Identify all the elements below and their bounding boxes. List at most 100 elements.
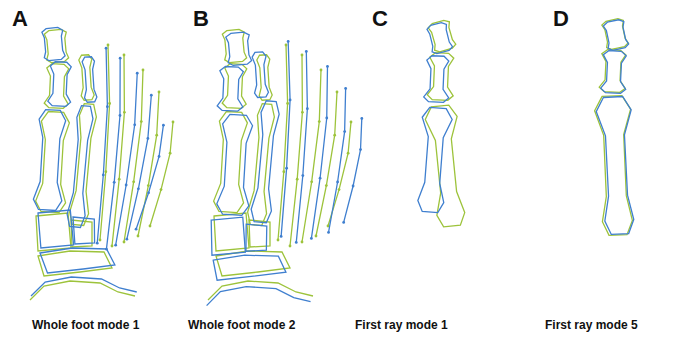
bone-outline [79,55,94,100]
landmark-dot [108,102,111,105]
landmark-dot [350,121,353,124]
lesser-ray-line [302,70,321,242]
bone-outline [424,56,449,103]
lesser-ray-line [112,55,124,246]
landmark-dot [106,105,109,108]
landmark-dot [135,228,138,231]
landmark-dot [336,181,339,184]
landmark-dot [318,120,321,123]
landmark-dot [325,184,328,187]
landmark-dot [295,241,298,244]
landmark-dot [338,188,341,191]
bone-outline [226,32,252,65]
landmark-dot [342,221,345,224]
landmark-dot [107,44,110,47]
bone-outline [33,110,65,211]
landmark-dot [315,235,318,238]
landmark-dot [280,235,283,238]
landmark-dot [169,152,172,155]
lesser-ray-line [296,51,307,242]
first-ray-outline [595,19,634,236]
bone-outline [596,97,634,235]
landmark-dot [289,245,292,248]
landmark-dot [123,241,126,244]
landmark-dot [136,72,139,75]
landmark-dot [150,94,153,97]
landmark-dot [325,117,328,120]
bone-outline [42,27,65,60]
landmark-dot [320,69,323,72]
tarsal-outline [73,217,95,244]
bone-outline [222,29,246,62]
landmark-dot [310,180,313,183]
lesser-ray-line [328,122,351,226]
bone-outline [602,19,628,50]
tarsal-outline [38,210,74,248]
landmark-dot [301,54,304,57]
landmark-dot [285,44,288,47]
landmark-dot [123,54,126,57]
panel-caption: First ray mode 1 [355,318,448,332]
landmark-dot [142,69,145,72]
landmark-dot [155,134,158,137]
landmark-dot [343,130,346,133]
first-ray-outline [418,20,465,226]
landmark-dot [114,244,117,247]
landmark-dot [296,178,299,181]
landmark-dot [104,170,107,173]
landmark-dot [158,155,161,158]
landmark-dot [96,242,99,245]
tarsal-outline [213,255,286,280]
landmark-dot [160,188,163,191]
landmark-dot [326,65,329,68]
landmark-dot [327,231,330,234]
panel-caption: Whole foot mode 2 [188,318,295,332]
bone-outline [222,64,247,109]
bone-outline [427,23,452,54]
lesser-ray-line [281,41,290,236]
landmark-dot [147,191,150,194]
landmark-dot [333,134,336,137]
landmark-dot [133,123,136,126]
landmark-dot [282,170,285,173]
landmark-dot [99,239,102,242]
lesser-ray-line [290,55,302,246]
landmark-dot [149,225,152,228]
landmark-dot [289,99,292,102]
landmark-dot [105,47,108,50]
whole-foot-outline [30,27,174,300]
landmark-dot [132,180,135,183]
bone-outline [217,114,253,215]
landmark-dot [286,102,289,105]
bone-outline [44,29,68,62]
lesser-ray-line [311,66,327,238]
landmark-dot [359,148,362,151]
landmark-dot [118,178,121,181]
bone-outline [217,67,243,112]
landmark-dot [137,235,140,238]
landmark-dot [336,91,339,94]
bone-outline [67,106,93,228]
bone-outline [425,105,464,227]
talus-outline [207,287,311,306]
landmark-dot [111,245,114,248]
landmark-dot [162,124,165,127]
landmark-dot [306,107,309,110]
tarsal-outline [211,217,245,255]
lesser-ray-line [127,95,151,239]
panel-letter: A [12,6,28,32]
landmark-dot [301,241,304,244]
landmark-dot [285,167,288,170]
landmark-dot [158,91,161,94]
bone-outline [601,51,627,94]
landmark-dot [119,57,122,60]
landmark-dot [125,238,128,241]
landmark-dot [102,174,105,177]
landmark-dot [287,40,290,43]
tarsal-outline [246,224,267,251]
landmark-dot [310,237,313,240]
landmark-dot [172,121,175,124]
landmark-dot [344,87,347,90]
bone-outline [599,50,626,93]
landmark-dot [113,181,116,184]
